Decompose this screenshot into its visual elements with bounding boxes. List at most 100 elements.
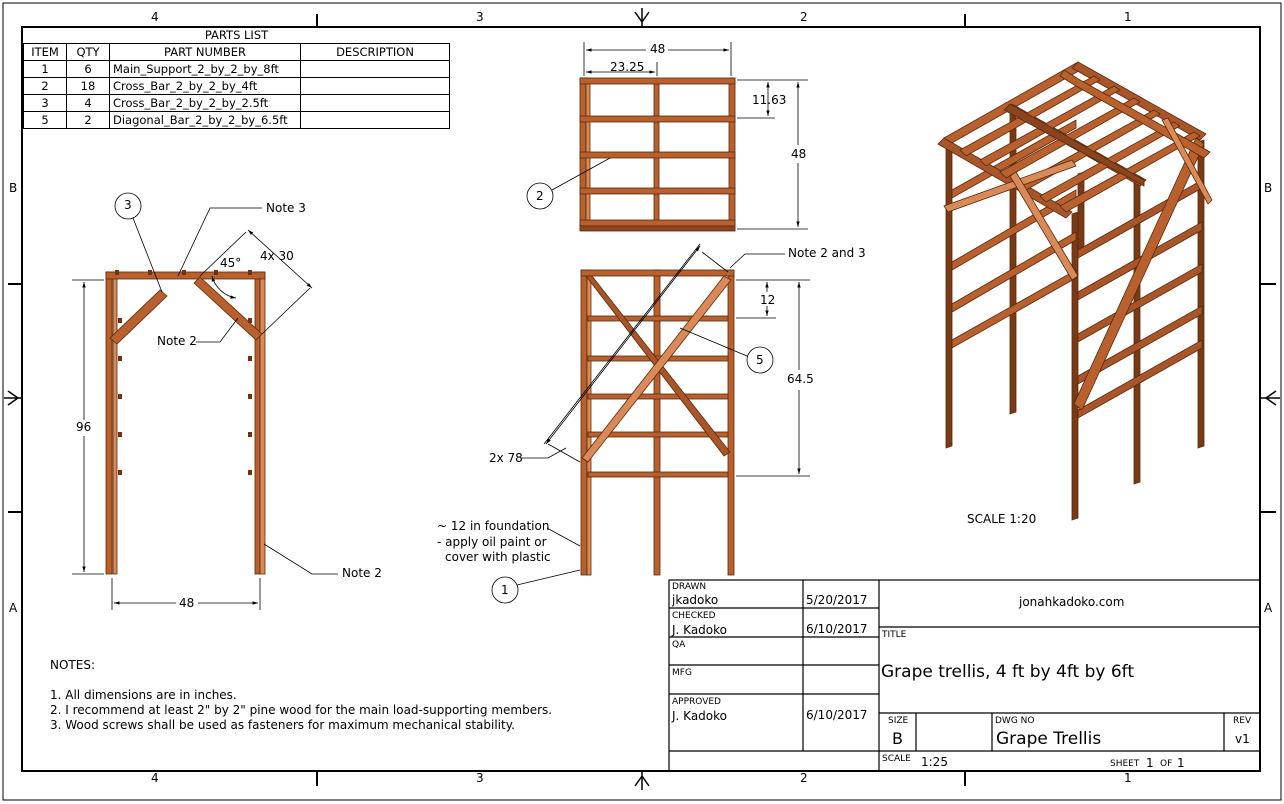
- parts-cell-part: Cross_Bar_2_by_2_by_2.5ft: [109, 94, 301, 112]
- foundation-note-line-2: - apply oil paint or: [437, 535, 547, 549]
- parts-cell-item: 2: [23, 77, 67, 95]
- notes-block: NOTES: 1. All dimensions are in inches. …: [50, 658, 552, 733]
- parts-cell-part: Cross_Bar_2_by_2_by_4ft: [109, 77, 301, 95]
- zone-right-a: A: [1264, 601, 1273, 615]
- parts-cell-item: 5: [23, 111, 67, 129]
- approved-date: 6/10/2017: [806, 708, 868, 722]
- front-angle-dim: 45°: [220, 256, 242, 270]
- title-label: TITLE: [882, 630, 907, 640]
- zone-left-b: B: [9, 181, 18, 195]
- top-depth-dim: 48: [791, 147, 807, 161]
- zone-top-3: 3: [476, 10, 484, 24]
- parts-cell-qty: 6: [66, 60, 110, 78]
- parts-cell-item: 1: [23, 60, 67, 78]
- zone-left-a: A: [9, 601, 18, 615]
- front-diag-dim: 4x 30: [260, 249, 294, 263]
- checked-by: J. Kadoko: [672, 623, 728, 637]
- checked-label: CHECKED: [672, 611, 716, 621]
- parts-cell-qty: 18: [66, 77, 110, 95]
- zone-bottom-1: 1: [1124, 771, 1132, 785]
- drawn-date: 5/20/2017: [806, 593, 868, 607]
- parts-header-qty: QTY: [66, 43, 110, 61]
- foundation-note-line-1: ~ 12 in foundation: [437, 519, 550, 533]
- of-label: OF: [1160, 759, 1173, 769]
- parts-cell-qty: 4: [66, 94, 110, 112]
- center-marks: [4, 8, 1280, 790]
- parts-list-table: PARTS LIST ITEM QTY PART NUMBER DESCRIPT…: [23, 27, 450, 129]
- zone-top-1: 1: [1124, 10, 1132, 24]
- parts-header-part: PART NUMBER: [109, 43, 301, 61]
- parts-cell-desc: [300, 77, 450, 95]
- front-width-dim: 48: [179, 596, 195, 610]
- scale-value: 1:25: [921, 755, 948, 769]
- title-block-lines: [668, 579, 1261, 772]
- iso-view: [937, 61, 1213, 521]
- side-balloon-1: 1: [501, 583, 509, 597]
- scale-label: SCALE: [882, 754, 911, 764]
- zone-bottom-2: 2: [800, 771, 808, 785]
- parts-row: 2 18 Cross_Bar_2_by_2_by_4ft: [23, 77, 450, 95]
- parts-cell-desc: [300, 94, 450, 112]
- front-height-dim: 96: [76, 420, 92, 434]
- parts-list-title: PARTS LIST: [23, 27, 450, 44]
- dwg-no-label: DWG NO: [995, 716, 1035, 726]
- front-note-2-bottom: Note 2: [342, 566, 382, 580]
- parts-cell-item: 3: [23, 94, 67, 112]
- foundation-note-line-3: cover with plastic: [445, 550, 551, 564]
- notes-header: NOTES:: [50, 658, 95, 672]
- front-note-2: Note 2: [157, 334, 197, 348]
- side-diag-dim: 2x 78: [489, 451, 523, 465]
- drawn-by: jkadoko: [672, 593, 719, 607]
- parts-cell-part: Main_Support_2_by_2_by_8ft: [109, 60, 301, 78]
- parts-row: 1 6 Main_Support_2_by_2_by_8ft: [23, 60, 450, 78]
- sheet-size: B: [892, 729, 903, 748]
- parts-header-desc: DESCRIPTION: [300, 43, 450, 61]
- front-note-3: Note 3: [266, 201, 306, 215]
- top-balloon-2: 2: [536, 189, 544, 203]
- side-note-2-3: Note 2 and 3: [788, 246, 866, 260]
- parts-cell-qty: 2: [66, 111, 110, 129]
- sheet-total: 1: [1177, 756, 1185, 770]
- qa-label: QA: [672, 640, 686, 650]
- top-width-dim: 48: [650, 42, 666, 56]
- parts-cell-part: Diagonal_Bar_2_by_2_by_6.5ft: [109, 111, 301, 129]
- parts-row: 5 2 Diagonal_Bar_2_by_2_by_6.5ft: [23, 111, 450, 129]
- zone-ticks: [8, 14, 1276, 786]
- zone-bottom-4: 4: [151, 771, 159, 785]
- size-label: SIZE: [888, 716, 909, 726]
- top-view: [526, 42, 808, 232]
- approved-by: J. Kadoko: [672, 709, 728, 723]
- side-height-dim: 64.5: [787, 372, 814, 386]
- revision: v1: [1235, 732, 1250, 746]
- dwg-number: Grape Trellis: [996, 729, 1102, 749]
- side-spacing-dim: 12: [760, 293, 776, 307]
- top-half-dim: 23.25: [610, 60, 645, 74]
- top-spacing-dim: 11.63: [752, 93, 787, 107]
- side-balloon-5: 5: [756, 353, 764, 367]
- sheet-label: SHEET: [1110, 759, 1140, 769]
- parts-header-item: ITEM: [23, 43, 67, 61]
- drawn-label: DRAWN: [672, 582, 707, 592]
- drawing-title: Grape trellis, 4 ft by 4ft by 6ft: [881, 662, 1135, 682]
- drawing-border: [21, 26, 1261, 772]
- zone-top-4: 4: [151, 10, 159, 24]
- checked-date: 6/10/2017: [806, 622, 868, 636]
- parts-cell-desc: [300, 60, 450, 78]
- mfg-label: MFG: [672, 668, 692, 678]
- side-view: [491, 243, 810, 604]
- rev-label: REV: [1233, 716, 1252, 726]
- note-item: 1. All dimensions are in inches.: [50, 688, 237, 702]
- company-name: jonahkadoko.com: [1019, 595, 1125, 609]
- note-item: 2. I recommend at least 2" by 2" pine wo…: [50, 703, 553, 717]
- iso-scale-label: SCALE 1:20: [967, 512, 1037, 526]
- note-item: 3. Wood screws shall be used as fastener…: [50, 718, 515, 732]
- sheet-number: 1: [1146, 756, 1154, 770]
- front-balloon-3: 3: [124, 198, 132, 212]
- zone-top-2: 2: [800, 10, 808, 24]
- parts-cell-desc: [300, 111, 450, 129]
- zone-bottom-3: 3: [476, 771, 484, 785]
- zone-right-b: B: [1264, 181, 1273, 195]
- approved-label: APPROVED: [672, 697, 721, 707]
